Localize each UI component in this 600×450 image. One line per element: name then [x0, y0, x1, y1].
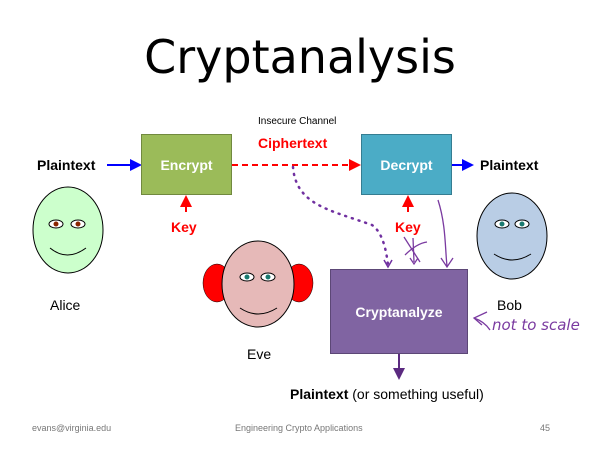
cryptanalyze-label: Cryptanalyze [355, 303, 443, 320]
plaintext-output-label: Plaintext [480, 157, 539, 173]
alice-name: Alice [50, 297, 81, 313]
footer-page-number: 45 [540, 423, 551, 433]
key-label-left: Key [171, 219, 197, 235]
decrypt-label: Decrypt [380, 156, 433, 173]
decrypt-box: Decrypt [361, 134, 452, 195]
encrypt-label: Encrypt [160, 156, 213, 173]
result-label: Plaintext (or something useful) [290, 386, 484, 402]
not-to-scale-annotation: not to scale [492, 316, 580, 334]
eve-face-icon [202, 240, 314, 328]
eve-name: Eve [247, 346, 272, 362]
key-label-right: Key [395, 219, 421, 235]
footer-course: Engineering Crypto Applications [235, 423, 363, 433]
footer-email: evans@virginia.edu [32, 423, 112, 433]
encrypt-box: Encrypt [141, 134, 232, 195]
cryptanalyze-box: Cryptanalyze [330, 269, 468, 354]
plaintext-input-label: Plaintext [37, 157, 96, 173]
result-rest: (or something useful) [348, 386, 484, 402]
insecure-channel-label: Insecure Channel [258, 116, 337, 127]
bob-face-icon [476, 192, 548, 280]
result-bold: Plaintext [290, 386, 349, 402]
alice-face-icon [32, 186, 104, 274]
ciphertext-label: Ciphertext [258, 135, 328, 151]
bob-name: Bob [497, 297, 522, 313]
slide-title: Cryptanalysis [144, 30, 456, 84]
